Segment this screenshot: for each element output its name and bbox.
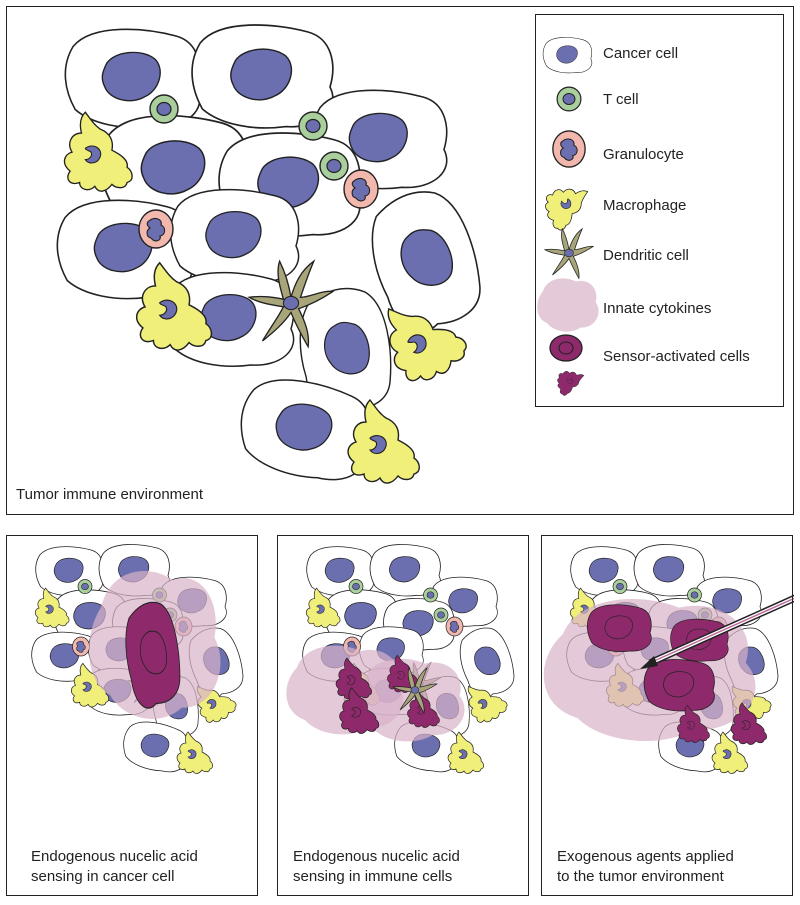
cancer-cell-icon xyxy=(542,37,593,74)
legend-label-granulocyte: Granulocyte xyxy=(603,146,684,163)
caption-line-2: sensing in immune cells xyxy=(293,868,453,885)
legend: Cancer cell T cell Granulocyte Macrophag… xyxy=(535,14,784,407)
scenario-panel-cancer-sensing: Endogenous nucelic acid sensing in cance… xyxy=(6,535,258,896)
caption-line-1: Endogenous nucelic acid xyxy=(293,848,460,865)
scenario-panel-exogenous-agents: Exogenous agents applied to the tumor en… xyxy=(541,535,793,896)
panel-caption: Tumor immune environment xyxy=(16,486,204,503)
caption-line-2: to the tumor environment xyxy=(557,868,724,885)
macrophage-icon xyxy=(540,179,598,234)
caption-line-2: sensing in cancer cell xyxy=(31,868,175,885)
sensor-activated-cell-icon xyxy=(549,334,588,397)
dendritic-cell-icon xyxy=(544,228,594,279)
caption-line-1: Endogenous nucelic acid xyxy=(31,848,198,865)
legend-label-t-cell: T cell xyxy=(603,91,639,108)
scenario-caption: Exogenous agents applied to the tumor en… xyxy=(557,847,734,887)
legend-label-innate-cytokines: Innate cytokines xyxy=(603,300,712,317)
caption-line-1: Exogenous agents applied xyxy=(557,848,734,865)
cytokine-cloud-icon xyxy=(537,278,599,332)
scenario-caption: Endogenous nucelic acid sensing in immun… xyxy=(293,847,460,887)
legend-label-macrophage: Macrophage xyxy=(603,197,687,214)
t-cell-icon xyxy=(556,86,582,112)
legend-label-sensor-activated-cells: Sensor-activated cells xyxy=(603,348,750,365)
scenario-c-scene xyxy=(543,544,799,775)
injection-needle xyxy=(640,594,799,669)
scenario-panel-immune-sensing: Endogenous nucelic acid sensing in immun… xyxy=(277,535,529,896)
granulocyte-icon xyxy=(552,130,586,168)
legend-label-cancer-cell: Cancer cell xyxy=(603,45,679,62)
scenario-caption: Endogenous nucelic acid sensing in cance… xyxy=(31,847,198,887)
legend-label-dendritic-cell: Dendritic cell xyxy=(603,247,689,264)
legend-icons xyxy=(537,37,599,397)
tumor-environment-panel: Tumor immune environment xyxy=(6,6,794,515)
